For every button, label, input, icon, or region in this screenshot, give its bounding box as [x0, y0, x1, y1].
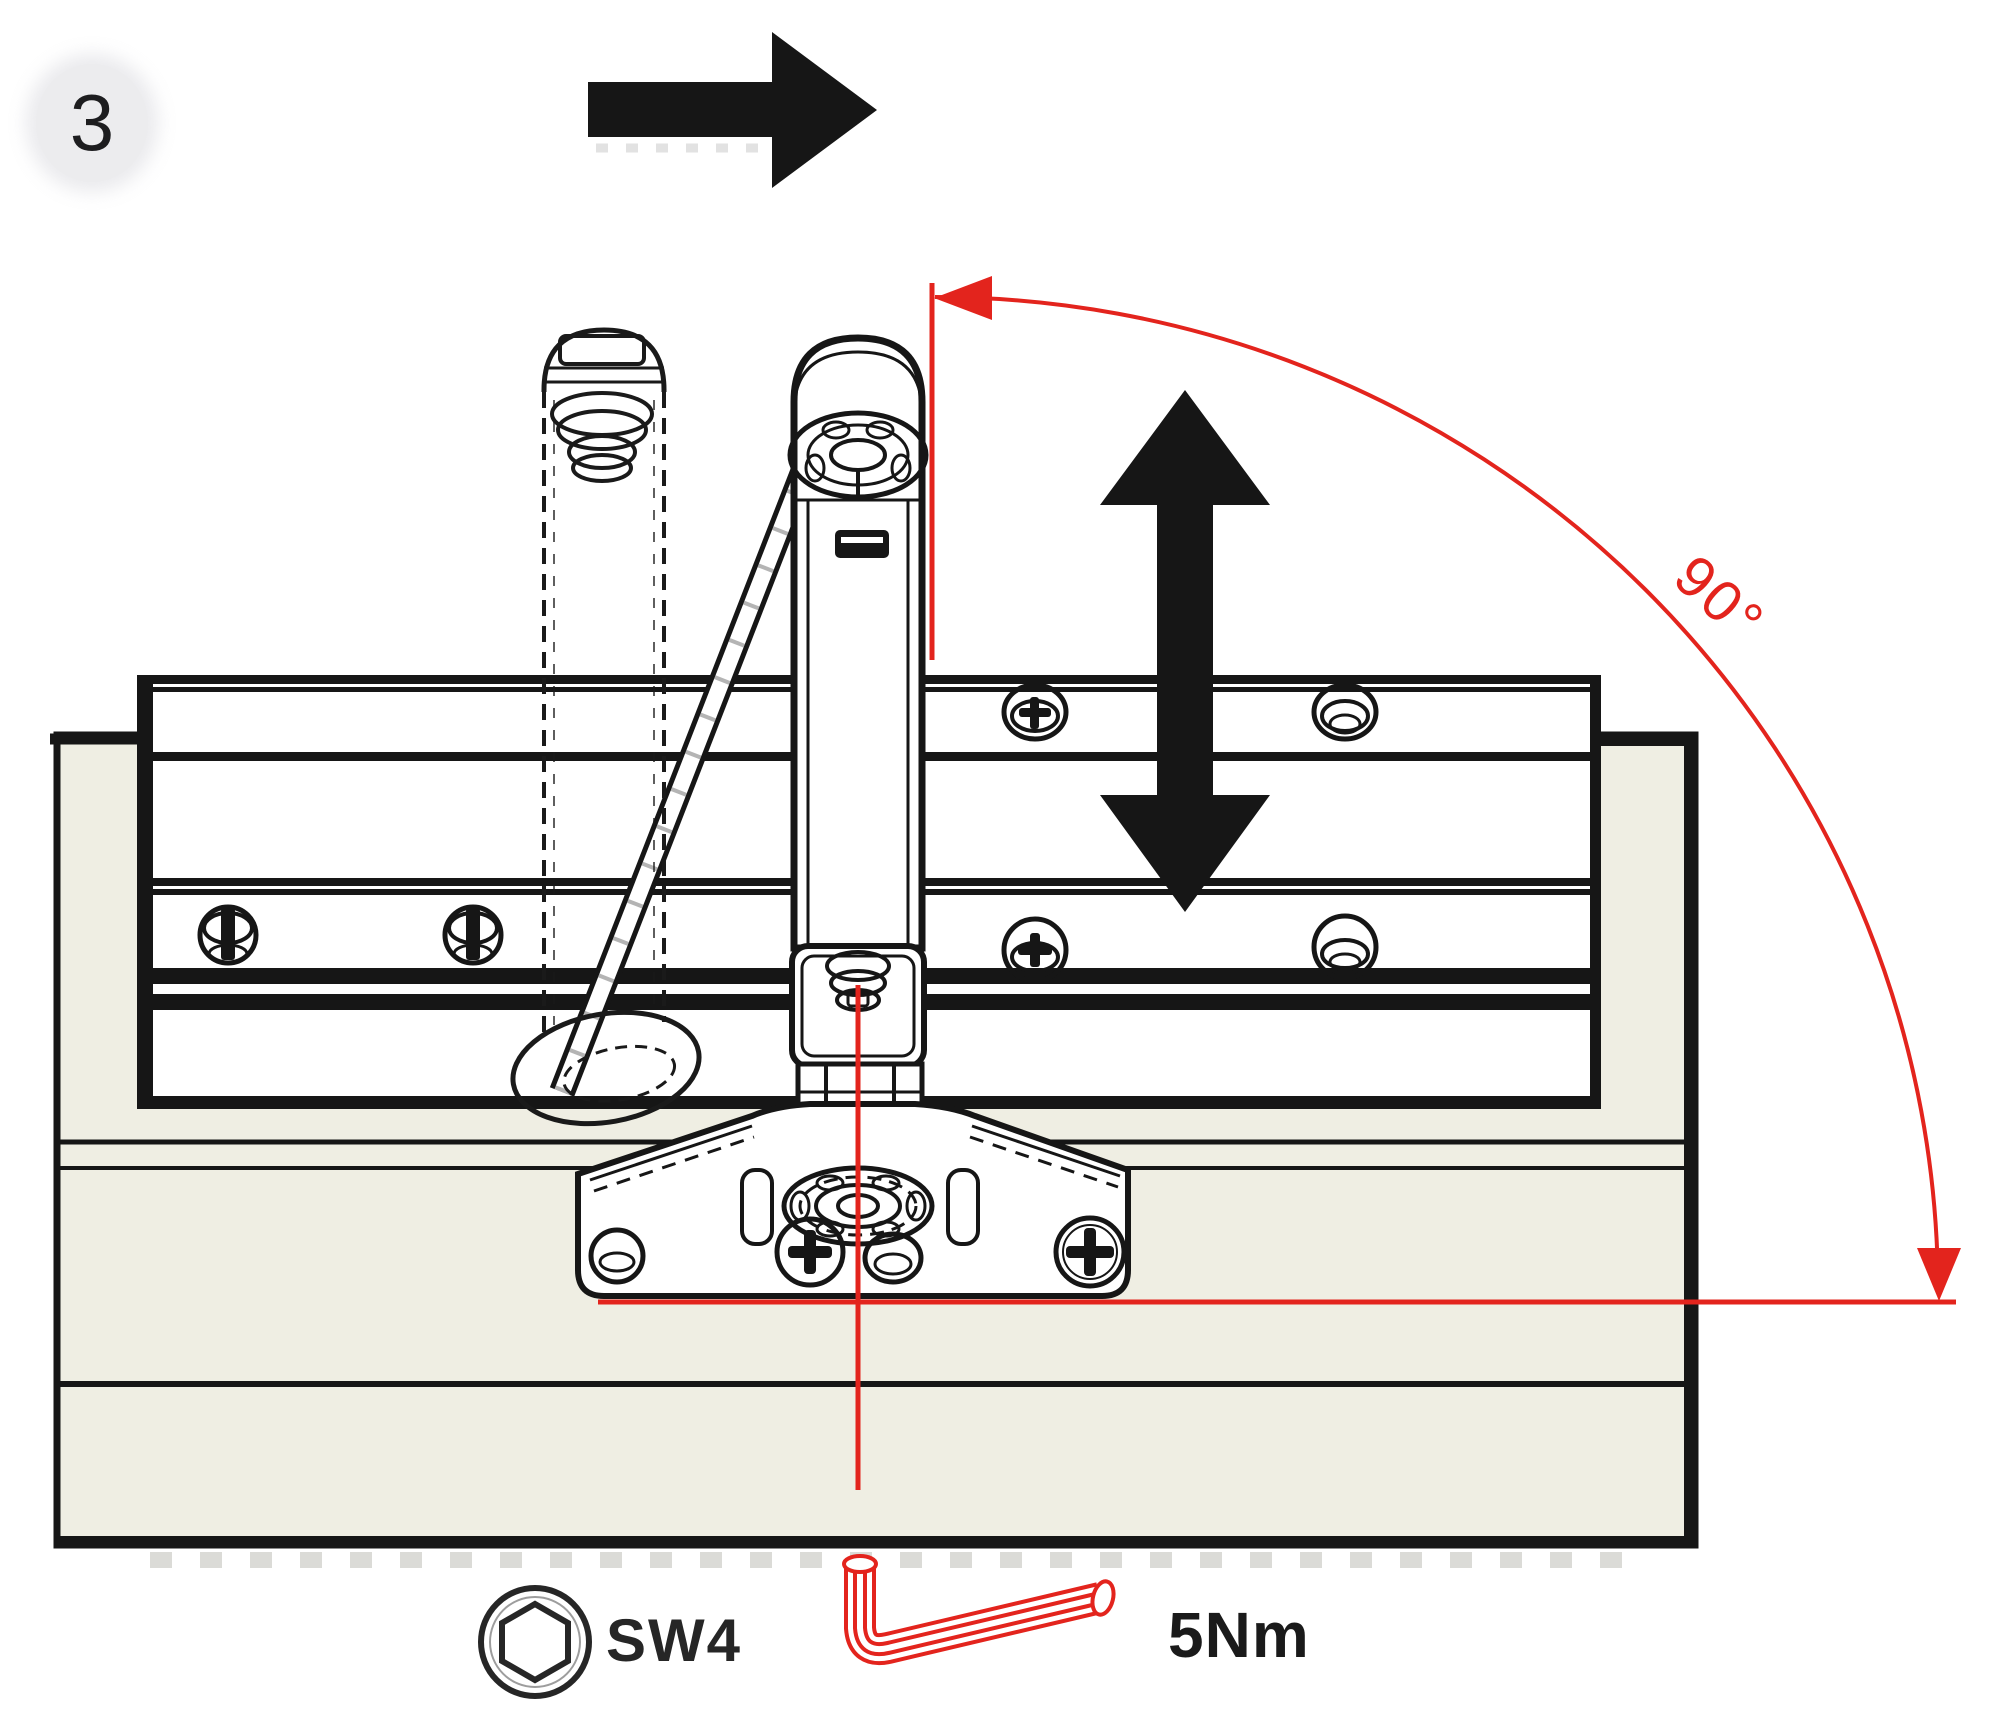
- step-number: 3: [69, 78, 115, 167]
- step-number-badge: 3: [36, 64, 148, 182]
- screw-icon: [197, 904, 259, 966]
- screw-icon: [1001, 916, 1069, 984]
- move-vertical-arrow-icon: [1100, 390, 1270, 912]
- move-right-arrow-icon: [588, 32, 877, 188]
- tool-size-label: SW4: [606, 1607, 743, 1674]
- upper-rosette: [787, 410, 929, 500]
- plate-screws: [588, 1215, 1127, 1289]
- arm-slot: [835, 530, 889, 558]
- torque-label: 5Nm: [1168, 1599, 1310, 1671]
- base-plate: [575, 1101, 1131, 1299]
- screw-icon: [1311, 913, 1379, 981]
- rotation-arc-90-icon: [929, 276, 1961, 1301]
- screw-icon: [442, 904, 504, 966]
- rail-screws: [197, 682, 1379, 984]
- ghost-arm: [510, 327, 702, 1127]
- allen-key-icon: [842, 1554, 1116, 1665]
- ghost-arm-boot: [510, 1009, 702, 1127]
- screw-icon: [1001, 682, 1069, 742]
- hex-socket-icon: [478, 1585, 592, 1699]
- screw-icon: [1311, 682, 1379, 742]
- axis-crosshair: [598, 985, 1956, 1490]
